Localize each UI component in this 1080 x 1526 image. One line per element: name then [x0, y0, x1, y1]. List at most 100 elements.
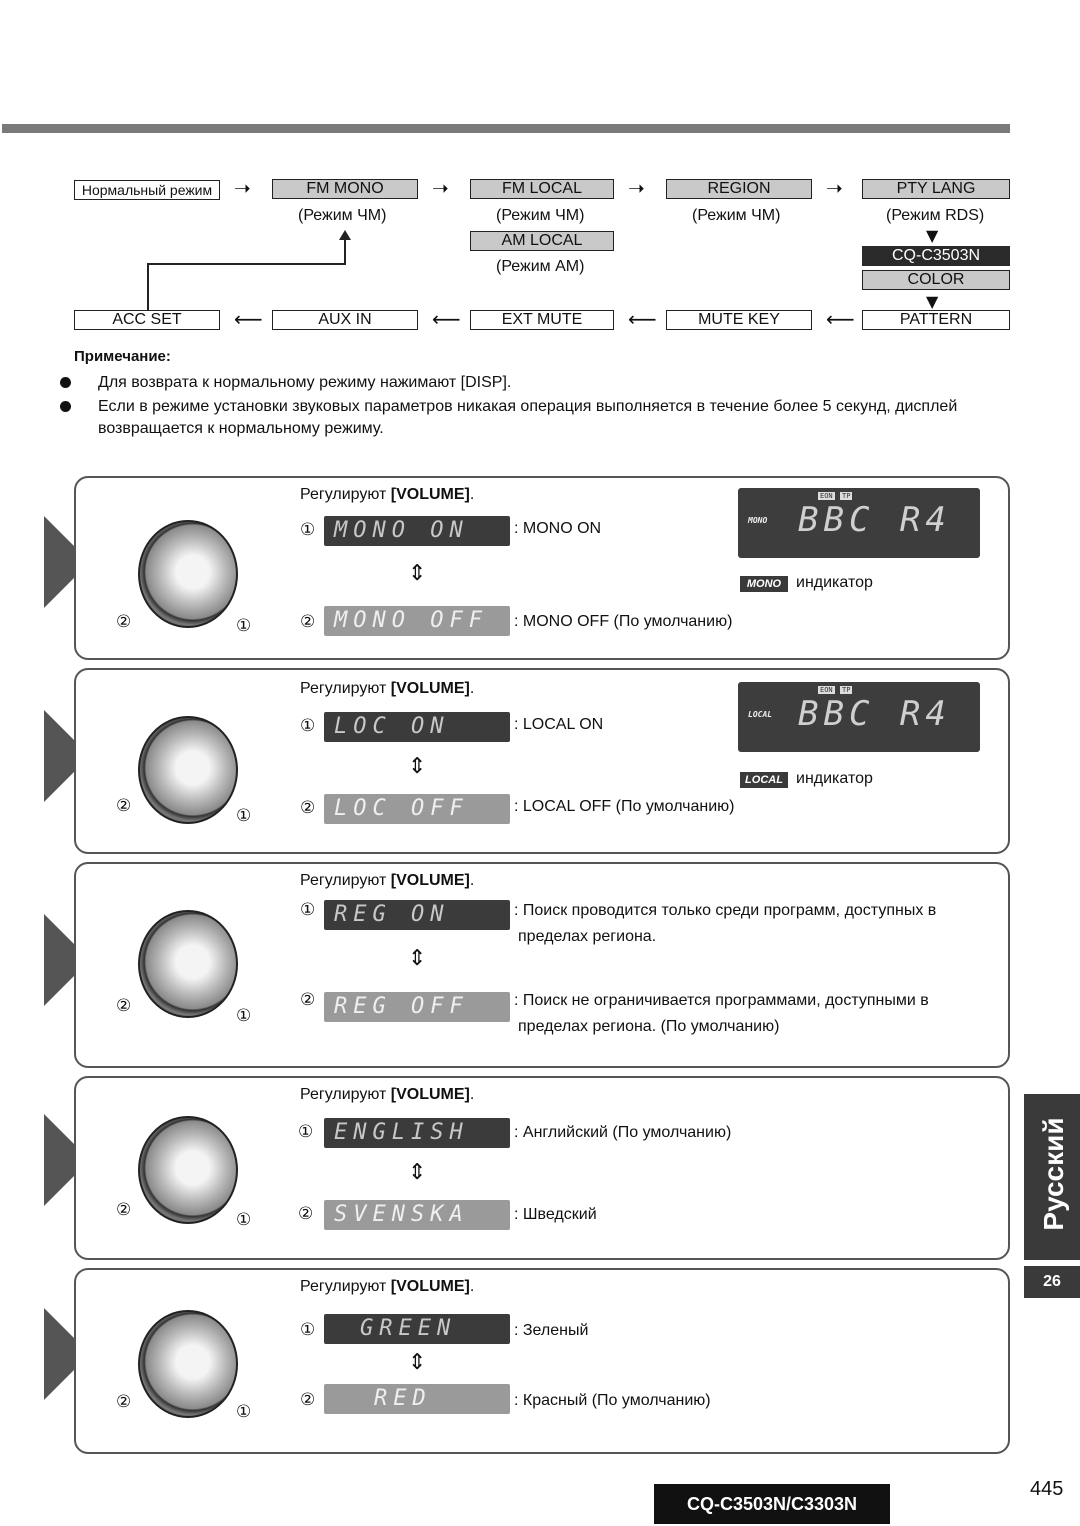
flow-color: COLOR	[862, 270, 1010, 290]
toggle-arrows-icon: ⇕	[408, 754, 427, 779]
step-2-label: ②	[116, 796, 132, 816]
adjust-volume-text: Регулируют [VOLUME].	[300, 1278, 475, 1295]
step-2-label: ②	[300, 612, 316, 632]
arrow-left-icon: ⟵	[234, 307, 263, 331]
adjust-volume-text: Регулируют [VOLUME].	[300, 680, 475, 697]
step-1-label: ①	[236, 616, 252, 636]
connector-line	[147, 230, 351, 310]
volume-knob-icon	[138, 1310, 238, 1418]
toggle-arrows-icon: ⇕	[408, 946, 427, 971]
lcd-option-1: MONO ON	[324, 516, 510, 546]
indicator-label: индикатор	[796, 574, 873, 591]
bullet-icon	[60, 401, 71, 412]
tp-icon: TP	[840, 686, 853, 694]
flow-fm-local: FM LOCAL	[470, 179, 614, 199]
eon-icon: EON	[818, 492, 835, 500]
mode-label: (Режим ЧМ)	[298, 207, 387, 224]
option-1-desc: : MONO ON	[514, 520, 602, 537]
mode-label: (Режим AM)	[496, 258, 585, 275]
step-2-label: ②	[116, 996, 132, 1016]
step-2-label: ②	[116, 1200, 132, 1220]
option-1-desc: : Поиск проводится только среди программ…	[514, 902, 937, 919]
lcd-option-2: MONO OFF	[324, 606, 510, 636]
indicator-label: индикатор	[796, 770, 873, 787]
note-heading: Примечание:	[74, 348, 171, 365]
adjust-volume-text: Регулируют [VOLUME].	[300, 486, 475, 503]
toggle-arrows-icon: ⇕	[408, 1350, 427, 1375]
flow-fm-mono: FM MONO	[272, 179, 418, 199]
step-2-label: ②	[300, 990, 316, 1010]
arrow-left-icon: ⟵	[628, 307, 657, 331]
eon-icon: EON	[818, 686, 835, 694]
note-bullet: Для возврата к нормальному режиму нажима…	[60, 372, 990, 394]
top-rule	[2, 124, 1010, 133]
mono-indicator-icon: MONO	[740, 576, 788, 592]
step-2-label: ②	[116, 1392, 132, 1412]
step-2-label: ②	[300, 1390, 316, 1410]
toggle-arrows-icon: ⇕	[408, 561, 427, 586]
flow-ext-mute: EXT MUTE	[470, 310, 614, 330]
language-side-tab: Русский	[1024, 1094, 1080, 1260]
arrow-down-icon: ▼	[926, 226, 939, 245]
lcd-option-2: RED	[324, 1384, 510, 1414]
mode-label: (Режим ЧМ)	[692, 207, 781, 224]
volume-knob-icon	[138, 520, 238, 628]
bullet-icon	[60, 377, 71, 388]
footer-model-name: CQ-C3503N/C3303N	[654, 1484, 890, 1524]
lcd-option-1: ENGLISH	[324, 1118, 510, 1148]
step-2-label: ②	[116, 612, 132, 632]
arrow-left-icon: ⟵	[432, 307, 461, 331]
mode-label: (Режим RDS)	[886, 207, 985, 224]
lcd-option-2: REG OFF	[324, 992, 510, 1022]
arrow-right-icon: ➝	[432, 176, 449, 200]
option-2-desc: : Поиск не ограничивается программами, д…	[514, 992, 929, 1009]
option-2-desc: : Красный (По умолчанию)	[514, 1392, 711, 1409]
note-bullet: Если в режиме установки звуковых парамет…	[60, 396, 990, 440]
flow-model-tag: CQ-C3503N	[862, 246, 1010, 266]
adjust-volume-text: Регулируют [VOLUME].	[300, 872, 475, 889]
step-1-label: ①	[300, 1320, 316, 1340]
flow-pattern: PATTERN	[862, 310, 1010, 330]
flow-mute-key: MUTE KEY	[666, 310, 812, 330]
section-page-badge: 26	[1024, 1266, 1080, 1298]
flow-normal-mode: Нормальный режим	[74, 180, 220, 200]
volume-knob-icon	[138, 910, 238, 1018]
mode-label: (Режим ЧМ)	[496, 207, 585, 224]
step-1-label: ①	[236, 806, 252, 826]
lcd-option-2: SVENSKA	[324, 1200, 510, 1230]
option-2-desc-cont: пределах региона. (По умолчанию)	[518, 1018, 780, 1035]
arrow-right-icon: ➝	[234, 176, 251, 200]
option-2-desc: : Шведский	[514, 1206, 597, 1223]
page-number: 445	[1030, 1478, 1064, 1500]
tp-icon: TP	[840, 492, 853, 500]
arrow-left-icon: ⟵	[826, 307, 855, 331]
step-1-label: ①	[236, 1210, 252, 1230]
option-1-desc: : Зеленый	[514, 1322, 589, 1339]
step-2-label: ②	[298, 1204, 314, 1224]
lcd-option-1: REG ON	[324, 900, 510, 930]
flow-pty-lang: PTY LANG	[862, 179, 1010, 199]
lcd-option-1: GREEN	[324, 1314, 510, 1344]
lcd-option-1: LOC ON	[324, 712, 510, 742]
volume-knob-icon	[138, 1116, 238, 1224]
step-1-label: ①	[236, 1006, 252, 1026]
arrow-right-icon: ➝	[628, 176, 645, 200]
option-1-desc: : LOCAL ON	[514, 716, 604, 733]
flow-am-local: AM LOCAL	[470, 231, 614, 251]
lcd-option-2: LOC OFF	[324, 794, 510, 824]
local-indicator-icon: LOCAL	[740, 772, 788, 788]
option-1-desc-cont: пределах региона.	[518, 928, 657, 945]
toggle-arrows-icon: ⇕	[408, 1160, 427, 1185]
flow-acc-set: ACC SET	[74, 310, 220, 330]
option-1-desc: : Английский (По умолчанию)	[514, 1124, 732, 1141]
step-1-label: ①	[298, 1122, 314, 1142]
arrow-down-icon: ▼	[926, 292, 939, 311]
arrow-right-icon: ➝	[826, 176, 843, 200]
volume-knob-icon	[138, 716, 238, 824]
step-1-label: ①	[300, 900, 316, 920]
option-2-desc: : LOCAL OFF (По умолчанию)	[514, 798, 735, 815]
flow-region: REGION	[666, 179, 812, 199]
adjust-volume-text: Регулируют [VOLUME].	[300, 1086, 475, 1103]
